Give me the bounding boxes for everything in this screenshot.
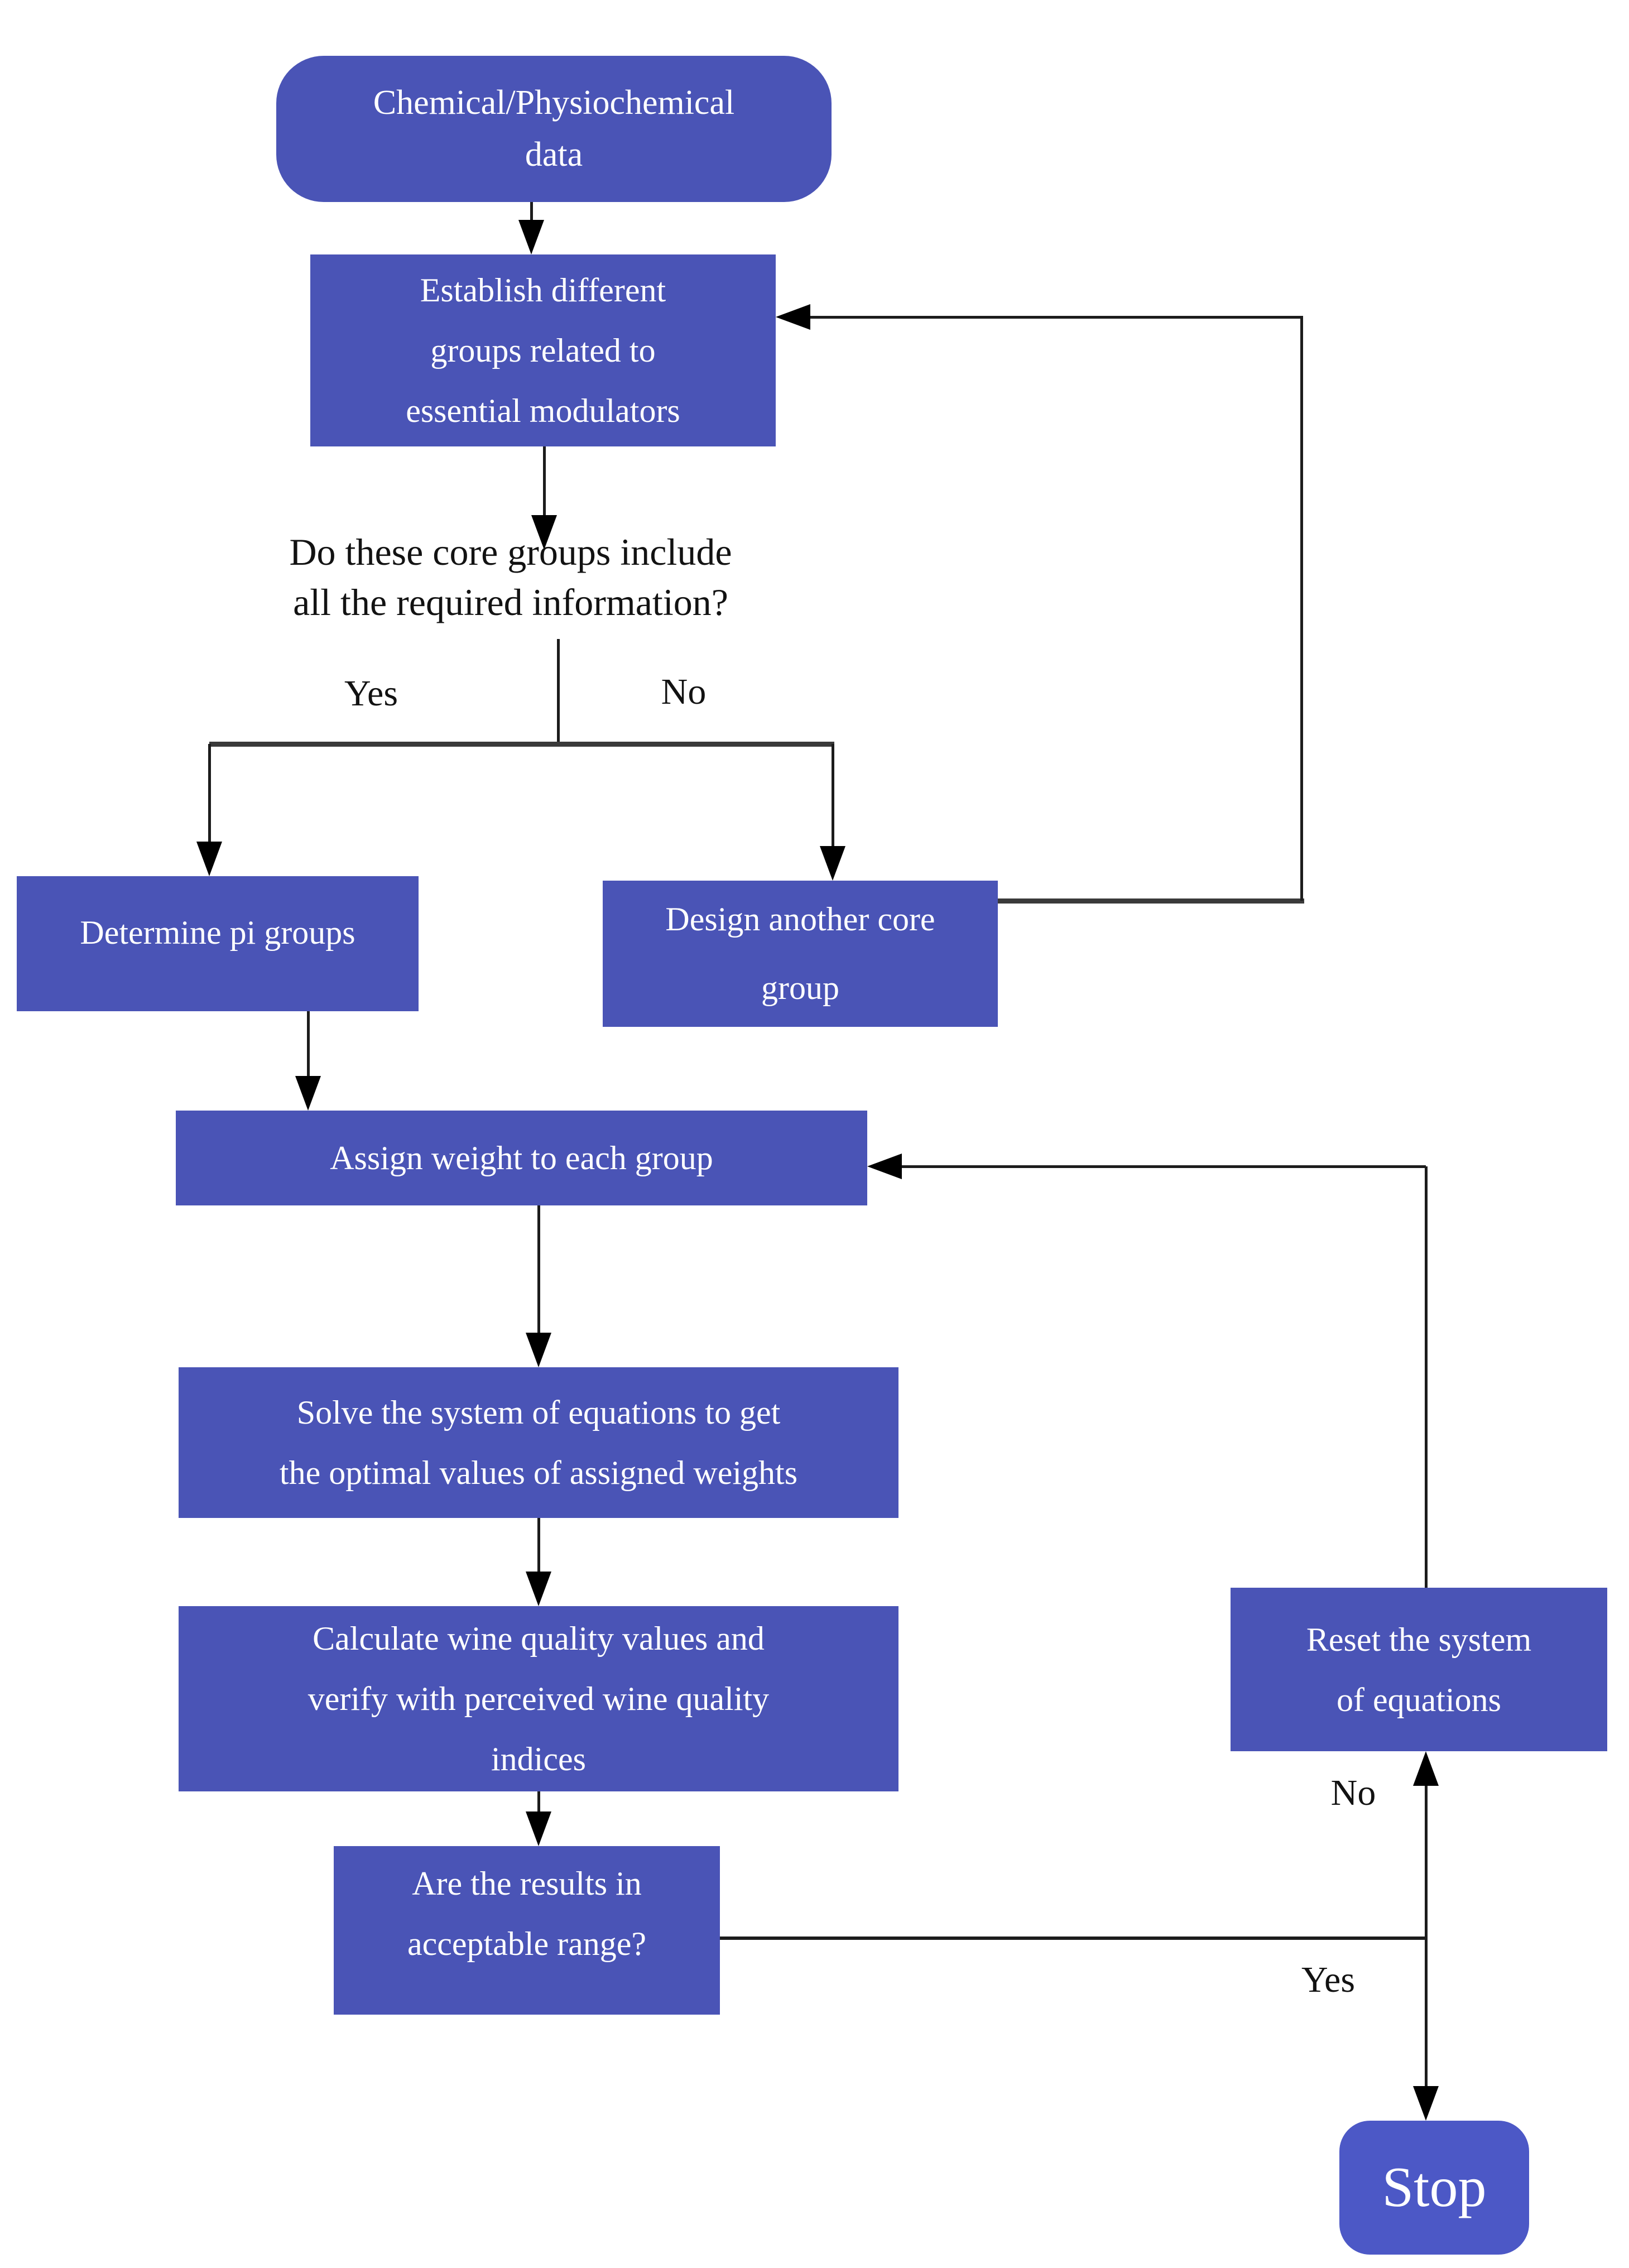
branch-label-no: No	[661, 671, 707, 712]
arrowhead-assign-solve	[526, 1333, 551, 1367]
node-assign-text: Assign weight to each group	[330, 1140, 713, 1176]
node-reset-text: of equations	[1337, 1681, 1501, 1718]
node-results: Are the results in acceptable range?	[334, 1846, 720, 2015]
node-stop-text: Stop	[1382, 2156, 1487, 2219]
connector-determine-assign	[307, 1011, 310, 1076]
connector-assign-solve	[537, 1205, 540, 1333]
node-results-text: acceptable range?	[407, 1925, 646, 1962]
decision-question-line1: Do these core groups include	[289, 531, 732, 573]
arrowhead-establish-question	[531, 515, 557, 550]
arrowhead-junction-stop	[1413, 2086, 1439, 2121]
connector-split-determine	[208, 744, 211, 842]
node-establish-text: Establish different	[420, 272, 666, 309]
node-start: Chemical/Physiochemical data	[276, 56, 832, 202]
node-design: Design another core group	[603, 881, 998, 1027]
node-start-text: data	[525, 136, 583, 174]
node-calculate-text: verify with perceived wine quality	[307, 1680, 770, 1717]
node-start-text: Chemical/Physiochemical	[373, 84, 735, 122]
node-calculate-text: indices	[491, 1741, 586, 1777]
node-results-text: Are the results in	[412, 1865, 642, 1902]
node-calculate-text: Calculate wine quality values and	[313, 1620, 765, 1657]
node-design-text: group	[761, 969, 839, 1006]
node-solve-text: Solve the system of equations to get	[296, 1394, 781, 1431]
node-establish-text: essential modulators	[406, 392, 680, 429]
node-determine-text: Determine pi groups	[80, 914, 355, 951]
connector-junction-reset	[1425, 1786, 1428, 1938]
node-solve: Solve the system of equations to get the…	[179, 1367, 898, 1518]
connector-question-split	[557, 639, 560, 744]
decision-question-line2: all the required information?	[293, 580, 728, 623]
node-assign: Assign weight to each group	[176, 1111, 867, 1205]
branch-label-yes-stop: Yes	[1301, 1959, 1356, 2000]
arrowhead-junction-reset	[1413, 1751, 1439, 1786]
node-design-text: Design another core	[665, 901, 935, 938]
connector-results-junction	[720, 1937, 1428, 1940]
arrowhead-start-establish	[518, 220, 544, 254]
connector-calculate-results	[537, 1791, 540, 1811]
node-determine: Determine pi groups	[17, 876, 419, 1011]
branch-label-yes: Yes	[344, 673, 398, 714]
connector-start-establish	[530, 202, 533, 221]
decision-question-text: Do these core groups include all the req…	[246, 527, 776, 628]
connector-reset-loop-horizontal	[898, 1165, 1426, 1168]
node-calculate: Calculate wine quality values and verify…	[179, 1606, 898, 1791]
connector-split-bar	[209, 742, 834, 747]
branch-label-no-reset: No	[1330, 1772, 1376, 1813]
arrowhead-calculate-results	[526, 1811, 551, 1846]
node-establish: Establish different groups related to es…	[310, 254, 776, 446]
connector-reset-loop-vertical	[1425, 1166, 1428, 1588]
arrowhead-solve-calculate	[526, 1572, 551, 1606]
connector-junction-stop	[1425, 1938, 1428, 2086]
node-reset: Reset the system of equations	[1231, 1588, 1607, 1751]
node-solve-text: the optimal values of assigned weights	[279, 1454, 798, 1491]
arrowhead-loop-assign	[867, 1154, 902, 1179]
arrowhead-split-determine	[196, 842, 222, 876]
connector-split-design	[832, 744, 834, 846]
node-stop: Stop	[1339, 2121, 1529, 2255]
arrowhead-split-design	[820, 846, 845, 881]
connector-establish-question	[543, 446, 546, 515]
arrowhead-determine-assign	[295, 1076, 321, 1111]
node-establish-text: groups related to	[430, 332, 656, 369]
connector-design-loop-bottom	[998, 898, 1304, 904]
connector-design-loop-top	[810, 316, 1301, 319]
connector-solve-calculate	[537, 1518, 540, 1572]
node-reset-text: Reset the system	[1306, 1621, 1532, 1658]
connector-design-loop-vertical	[1300, 316, 1303, 901]
arrowhead-loop-establish	[776, 304, 810, 330]
